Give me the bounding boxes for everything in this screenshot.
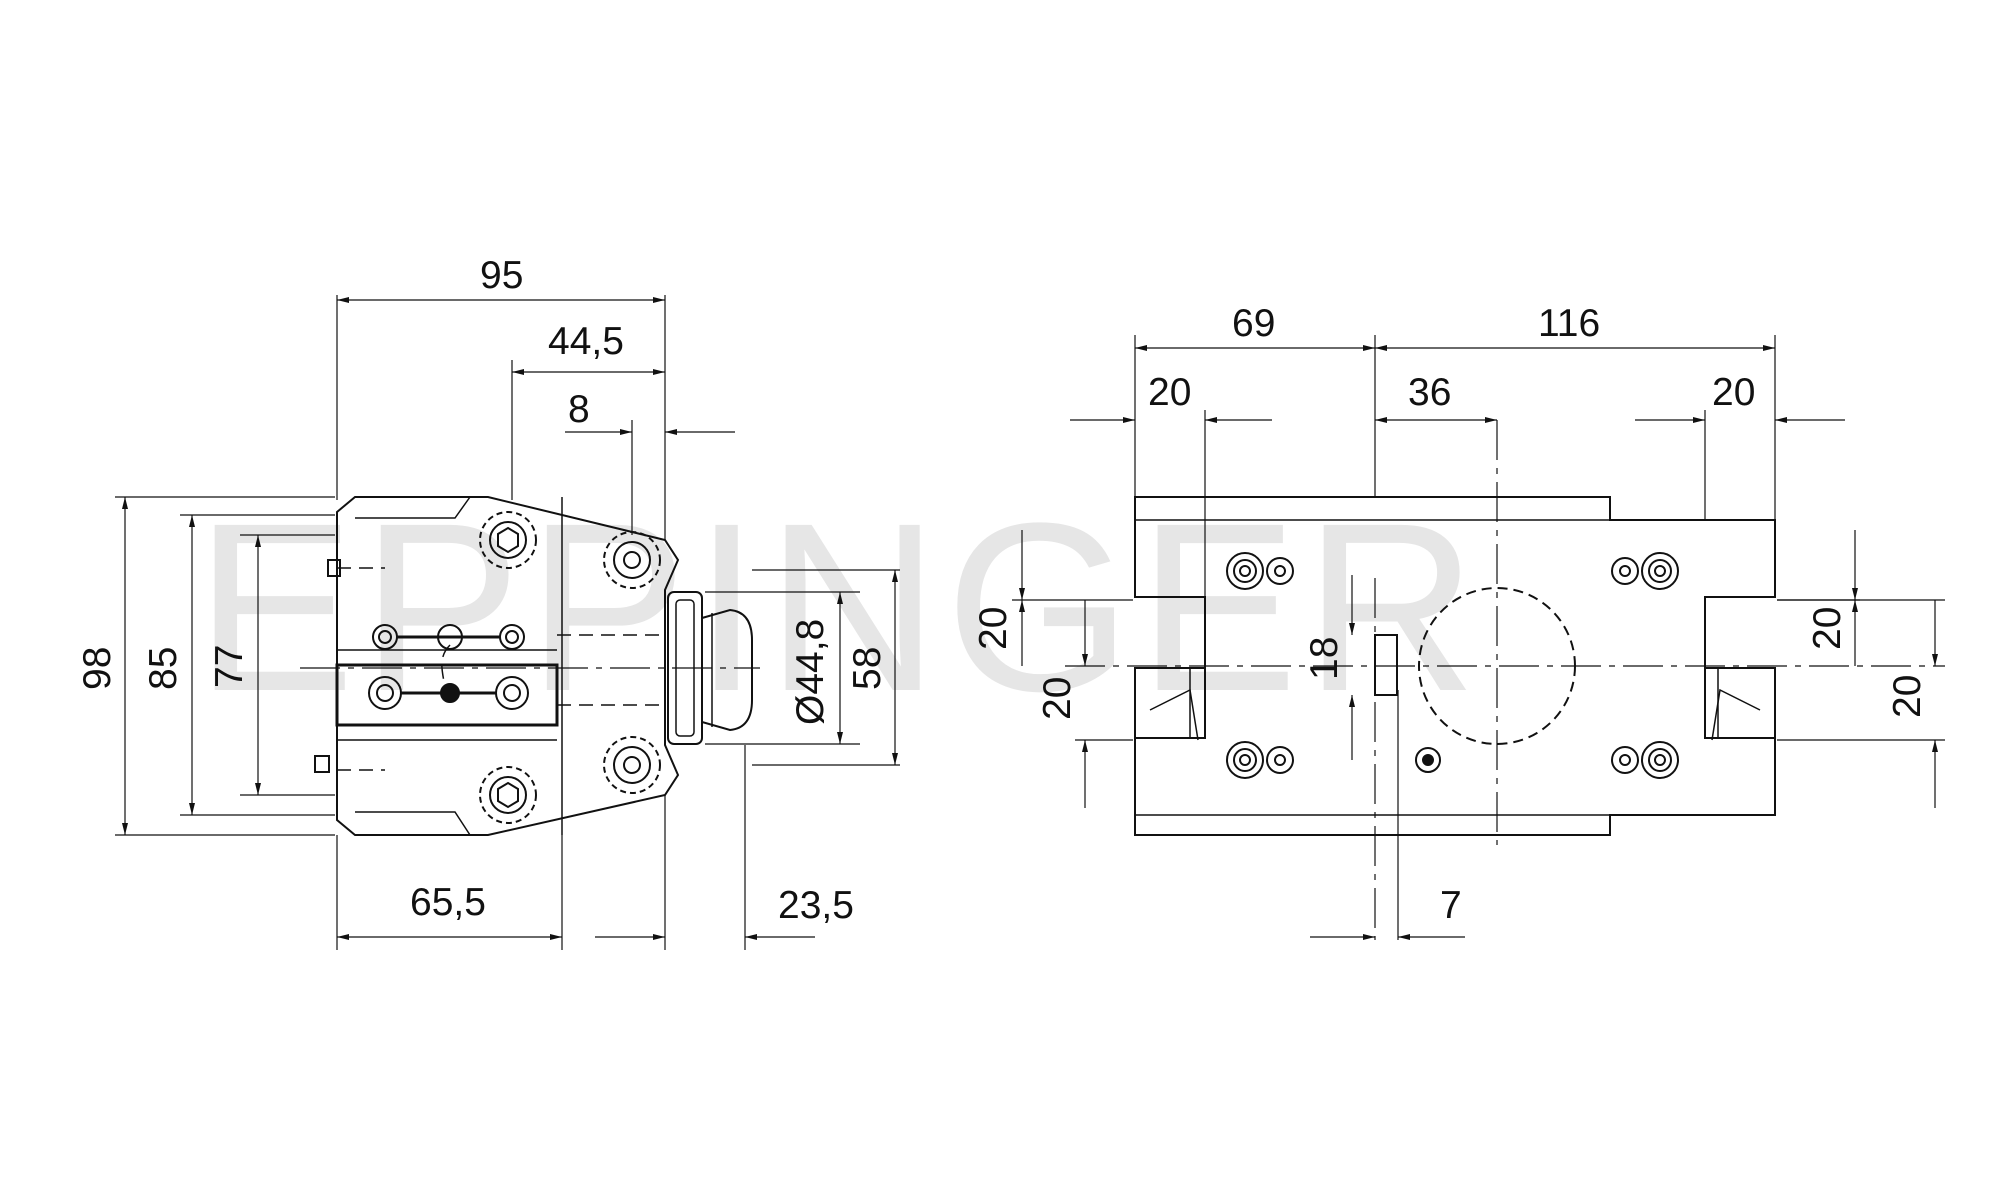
dim-95: 95 (480, 254, 523, 297)
right-view (1012, 335, 1945, 940)
left-body-outline (336, 496, 680, 836)
right-bolts (1226, 552, 1679, 779)
dim-20-left: 20 (1148, 371, 1191, 414)
dim-98: 98 (76, 647, 119, 690)
left-screw-bottom (479, 766, 537, 824)
right-notch-left (1134, 667, 1206, 741)
right-notch-right (1704, 667, 1776, 741)
left-view (115, 295, 900, 950)
dim-18: 18 (1303, 637, 1346, 680)
left-bolts (368, 624, 529, 710)
dim-77: 77 (208, 645, 251, 688)
dim-65-5: 65,5 (410, 881, 486, 924)
dim-20-lower-right: 20 (1886, 675, 1929, 718)
dim-8: 8 (568, 388, 590, 431)
dim-23-5: 23,5 (778, 884, 854, 927)
left-screw-front-bottom (603, 736, 661, 794)
dim-58: 58 (846, 647, 889, 690)
left-slide-band (335, 663, 559, 727)
dim-116: 116 (1538, 302, 1600, 345)
dim-20-right: 20 (1712, 371, 1755, 414)
dim-36: 36 (1408, 371, 1451, 414)
dim-69: 69 (1232, 302, 1275, 345)
dim-20-lower-left: 20 (1036, 677, 1079, 720)
dim-d44-8: Ø44,8 (789, 619, 832, 725)
left-nozzle (667, 591, 753, 745)
dim-20-upper-right: 20 (1806, 607, 1849, 650)
dim-44-5: 44,5 (548, 320, 624, 363)
left-body-chamfer (355, 496, 471, 836)
dim-7: 7 (1440, 884, 1462, 927)
dim-20-upper-left: 20 (972, 607, 1015, 650)
left-screw-top (479, 511, 537, 569)
dim-85: 85 (142, 647, 185, 690)
